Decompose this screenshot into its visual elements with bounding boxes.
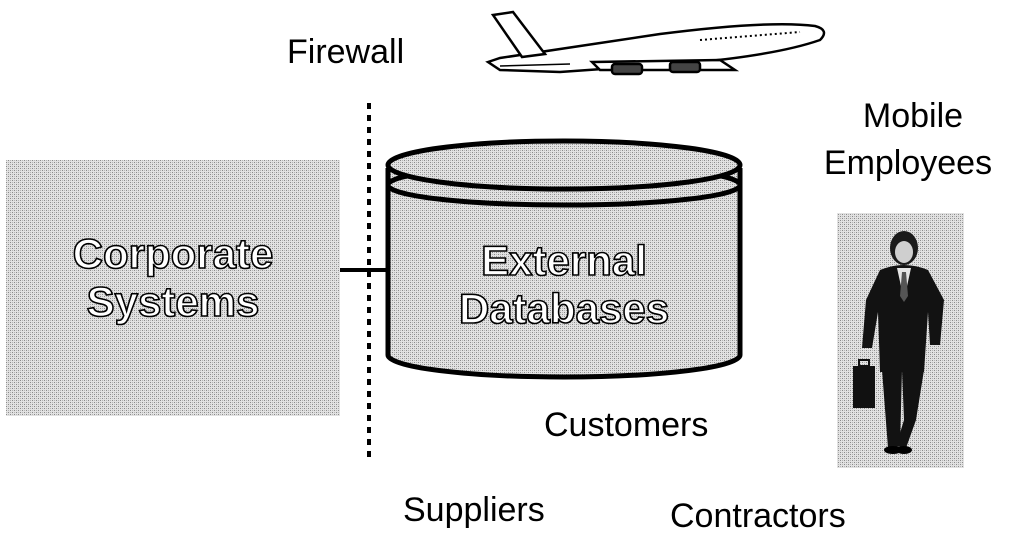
corporate-systems-label-line2: Systems [87, 278, 260, 325]
suppliers-label: Suppliers [403, 491, 545, 529]
businessman-shoe-right [896, 446, 912, 454]
businessman-icon [837, 213, 964, 468]
contractors-label: Contractors [670, 497, 846, 535]
airplane-icon [485, 10, 826, 76]
external-databases-label-line1: External [481, 237, 647, 284]
businessman-suit [862, 265, 944, 372]
mobile-employees-label-line1: Mobile [863, 97, 963, 135]
airplane-engine-left [610, 62, 644, 76]
businessman-leg-left [882, 370, 902, 448]
firewall-label: Firewall [287, 33, 404, 71]
businessman-face [895, 241, 913, 263]
corporate-systems-label-line1: Corporate [73, 230, 274, 277]
corporate-systems-background [6, 160, 340, 416]
businessman-tie [900, 272, 908, 302]
businessman-leg-right [896, 370, 924, 448]
cylinder-body [385, 168, 743, 380]
airplane-engine-right [668, 60, 702, 74]
airplane-windows [699, 31, 801, 41]
airplane-underline [499, 63, 571, 67]
external-databases-cylinder: External Databases [385, 138, 743, 380]
cylinder-top [385, 138, 743, 192]
briefcase-icon [853, 366, 875, 408]
external-databases-label-line2: Databases [459, 285, 669, 332]
mobile-employees-label-line2: Employees [824, 144, 992, 182]
corporate-systems-box: Corporate Systems [6, 160, 340, 416]
briefcase-handle [858, 359, 870, 367]
customers-label: Customers [544, 406, 708, 444]
airplane-tail [490, 10, 548, 59]
